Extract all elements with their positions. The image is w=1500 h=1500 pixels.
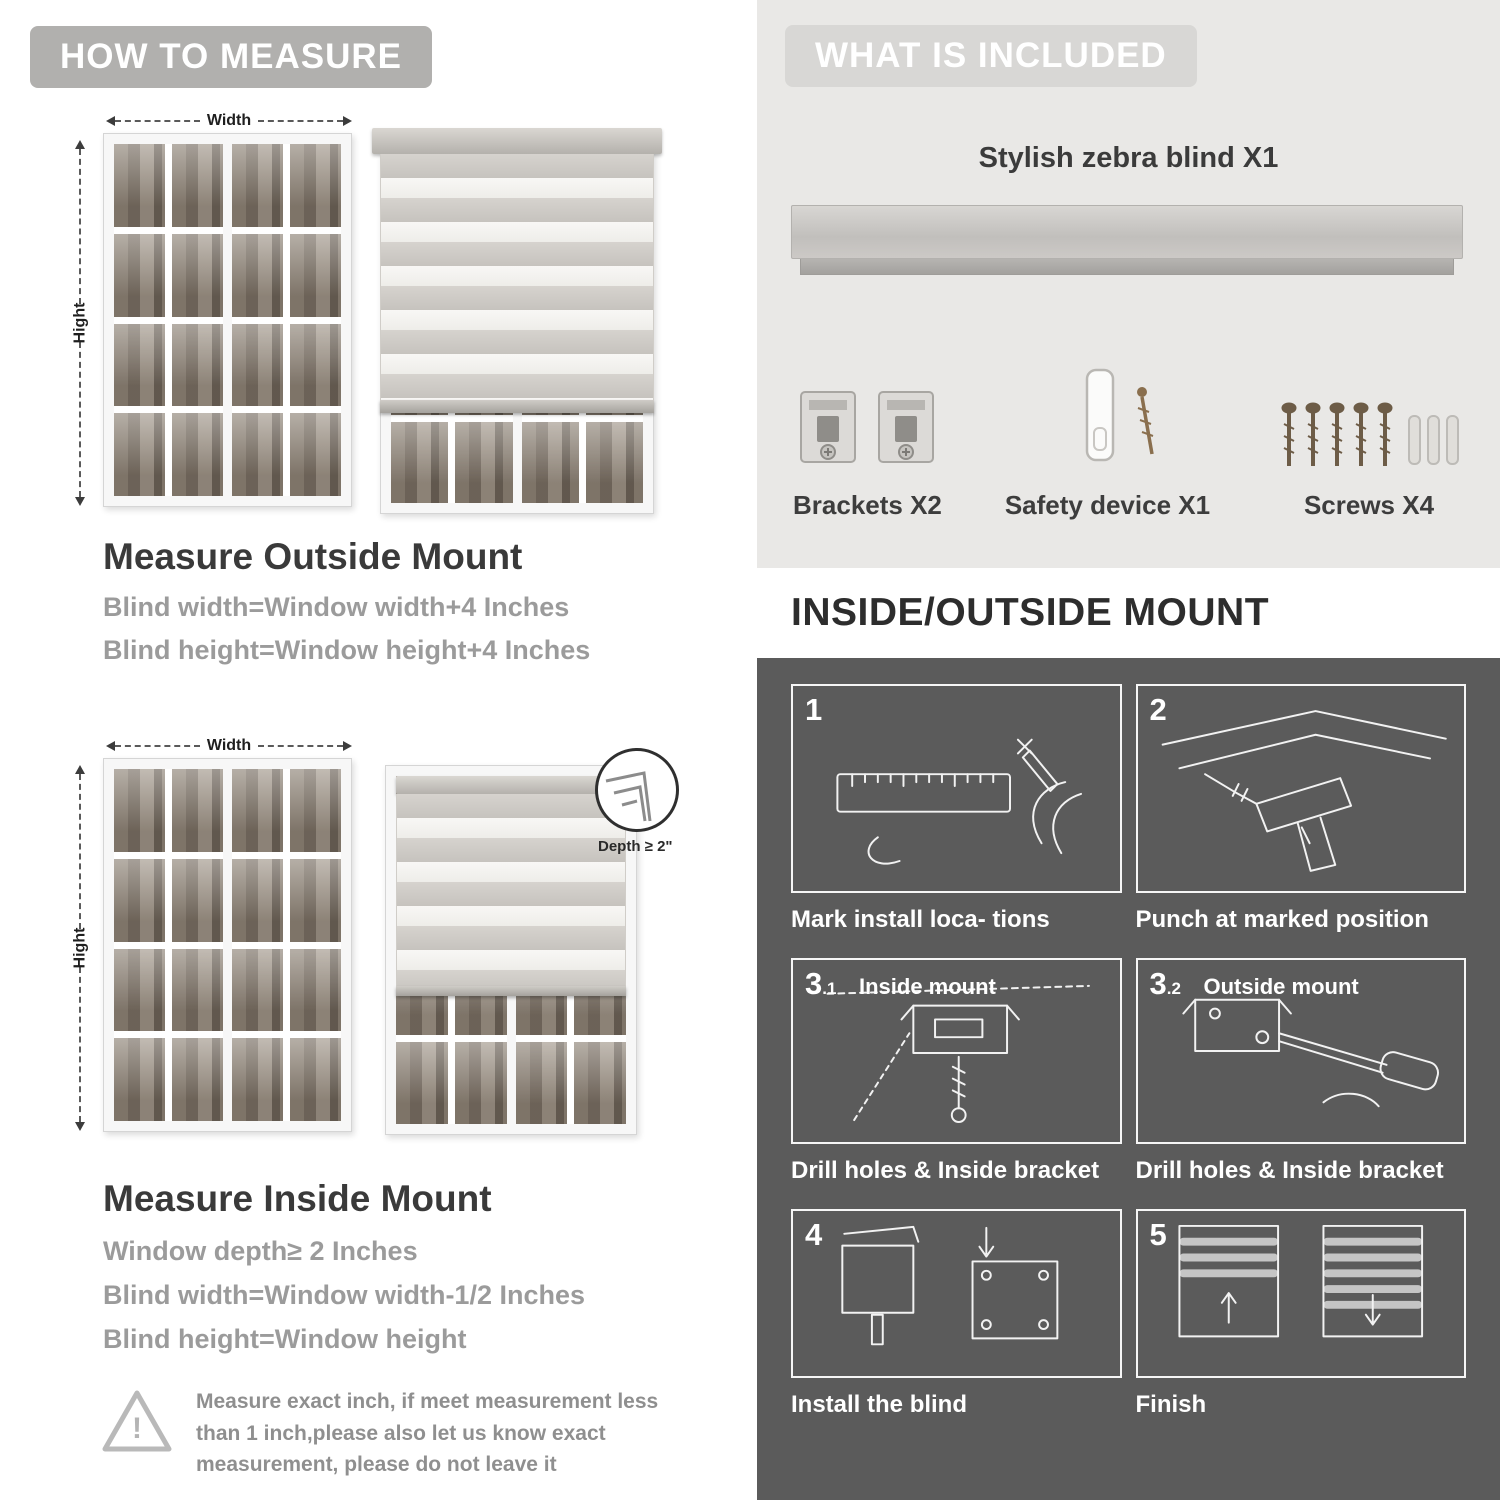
brackets-label: Brackets X2 <box>793 490 942 520</box>
finish-illustration <box>1177 1224 1423 1338</box>
zebra-blind-headrail-photo <box>791 205 1463 275</box>
step-5: 5 Finish <box>1135 1209 1466 1419</box>
blind-product-label: Stylish zebra blind X1 <box>978 142 1279 174</box>
brackets-item: Brackets X2 <box>793 322 942 521</box>
inside-blind-bottomrail <box>396 986 626 996</box>
what-is-included-header: WHAT IS INCLUDED <box>785 25 1197 87</box>
step-3-1: 3.1 Inside mount <box>791 958 1122 1185</box>
safety-device-icon <box>1086 368 1155 462</box>
outside-width-label: Width <box>206 112 252 129</box>
outside-mount-line2: Blind height=Window height+4 Inches <box>103 635 591 665</box>
inside-mount-line1: Window depth≥ 2 Inches <box>103 1236 418 1266</box>
outside-bracket-illustration <box>1181 998 1439 1108</box>
inside-blind-zebra-stripes <box>396 794 626 986</box>
drill-illustration <box>1161 710 1447 872</box>
outside-height-arrow: Hight <box>70 140 90 506</box>
inside-mount-title: Measure Inside Mount <box>103 1178 492 1219</box>
inside-width-label: Width <box>206 737 252 754</box>
arrow-head-down-icon <box>75 1122 85 1131</box>
blind-bottomrail <box>380 400 654 413</box>
arrow-head-right-icon <box>343 116 352 126</box>
hardware-row: Brackets X2 Safety device X1 <box>793 322 1465 521</box>
arrow-head-left-icon <box>106 116 115 126</box>
mount-steps-panel: 1 Mark install loca <box>757 658 1500 1500</box>
install-blind-illustration <box>841 1225 1059 1346</box>
step-3-2-caption: Drill holes & Inside bracket <box>1135 1157 1444 1184</box>
arrow-head-up-icon <box>75 765 85 774</box>
step-2: 2 Punch at marked p <box>1135 684 1466 934</box>
depth-label: Depth ≥ 2" <box>598 838 673 855</box>
warning-text: Measure exact inch, if meet measurement … <box>196 1390 659 1476</box>
zebra-blind-inside-illustration <box>385 765 637 1135</box>
zebra-blind-outside-illustration <box>372 128 662 514</box>
warning-exclamation: ! <box>132 1412 142 1445</box>
arrow-head-right-icon <box>343 741 352 751</box>
outside-height-label: Hight <box>71 302 88 344</box>
step-2-caption: Punch at marked position <box>1135 906 1429 933</box>
outside-mount-title: Measure Outside Mount <box>103 536 523 577</box>
screws-icon <box>1281 402 1459 466</box>
step-4: 4 Install the blind <box>791 1209 1122 1419</box>
window-photo-illustration <box>103 133 352 507</box>
window-photo-illustration-2 <box>103 758 352 1132</box>
depth-magnifier-icon <box>595 748 679 832</box>
outside-mount-line1: Blind width=Window width+4 Inches <box>103 592 570 622</box>
inside-height-arrow: Hight <box>70 765 90 1131</box>
screws-item: Screws X4 <box>1273 322 1465 521</box>
measurement-warning: ! Measure exact inch, if meet measuremen… <box>100 1386 661 1481</box>
warning-triangle-icon: ! <box>100 1386 174 1460</box>
window-corner-detail <box>605 771 652 822</box>
screws-label: Screws X4 <box>1303 490 1435 520</box>
safety-device-label: Safety device X1 <box>1004 490 1211 520</box>
step-3-1-caption: Drill holes & Inside bracket <box>791 1157 1100 1184</box>
inside-height-label: Hight <box>71 927 88 969</box>
arrow-head-left-icon <box>106 741 115 751</box>
inside-mount-line3: Blind height=Window height <box>103 1324 467 1354</box>
bracket-icon <box>878 391 935 463</box>
mount-header-band: INSIDE/OUTSIDE MOUNT <box>757 568 1500 658</box>
inside-blind-headrail <box>396 776 626 794</box>
arrow-head-down-icon <box>75 497 85 506</box>
how-to-measure-header: HOW TO MEASURE <box>30 26 432 88</box>
outside-width-arrow: Width <box>106 112 352 130</box>
mark-locations-illustration <box>836 738 1083 865</box>
how-to-measure-section: HOW TO MEASURE Width Hight <box>30 26 679 1481</box>
safety-device-item: Safety device X1 <box>1005 322 1210 521</box>
inside-mount-line2: Blind width=Window width-1/2 Inches <box>103 1280 586 1310</box>
what-is-included-section: WHAT IS INCLUDED Stylish zebra blind X1 <box>757 0 1500 568</box>
step-5-caption: Finish <box>1135 1391 1207 1418</box>
how-to-measure-title: HOW TO MEASURE <box>60 37 402 76</box>
what-is-included-title: WHAT IS INCLUDED <box>815 36 1167 75</box>
bracket-icon <box>800 391 857 463</box>
inside-bracket-illustration <box>826 984 1090 1124</box>
step-1-caption: Mark install loca- tions <box>791 906 1050 933</box>
inside-width-arrow: Width <box>106 737 352 755</box>
blind-zebra-stripes <box>380 154 654 400</box>
arrow-head-up-icon <box>75 140 85 149</box>
blind-headrail <box>372 128 662 154</box>
mount-header: INSIDE/OUTSIDE MOUNT <box>791 591 1270 634</box>
step-4-caption: Install the blind <box>791 1391 968 1418</box>
step-1: 1 Mark install loca <box>791 684 1122 934</box>
step-3-2: 3.2 Outside mount Dr <box>1135 958 1466 1185</box>
